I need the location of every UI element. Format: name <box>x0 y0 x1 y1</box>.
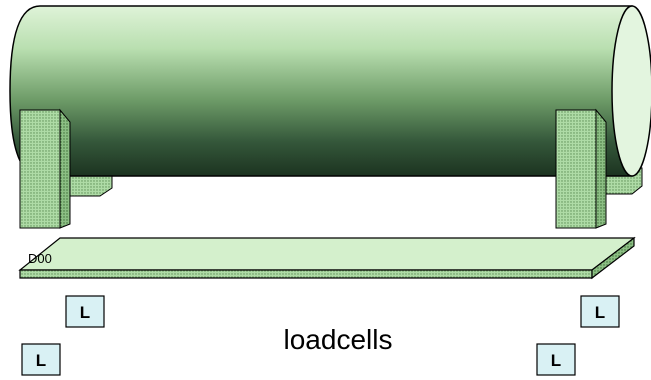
loadcell-label: L <box>36 351 46 370</box>
saddle-front-left <box>19 108 71 229</box>
loadcell-label: L <box>551 351 561 370</box>
tank-end-cap <box>611 5 651 177</box>
caption: loadcells <box>284 324 393 355</box>
platform-label: D00 <box>28 251 52 266</box>
platform: D00 <box>18 236 636 280</box>
saddle-front-right <box>555 108 607 229</box>
loadcell-back-left: L <box>65 295 105 328</box>
loadcell-back-right: L <box>580 295 620 328</box>
loadcell-front-right: L <box>536 343 576 376</box>
tank-cylinder <box>9 5 633 177</box>
loadcell-label: L <box>80 303 90 322</box>
loadcell-label: L <box>595 303 605 322</box>
loadcell-front-left: L <box>21 343 61 376</box>
